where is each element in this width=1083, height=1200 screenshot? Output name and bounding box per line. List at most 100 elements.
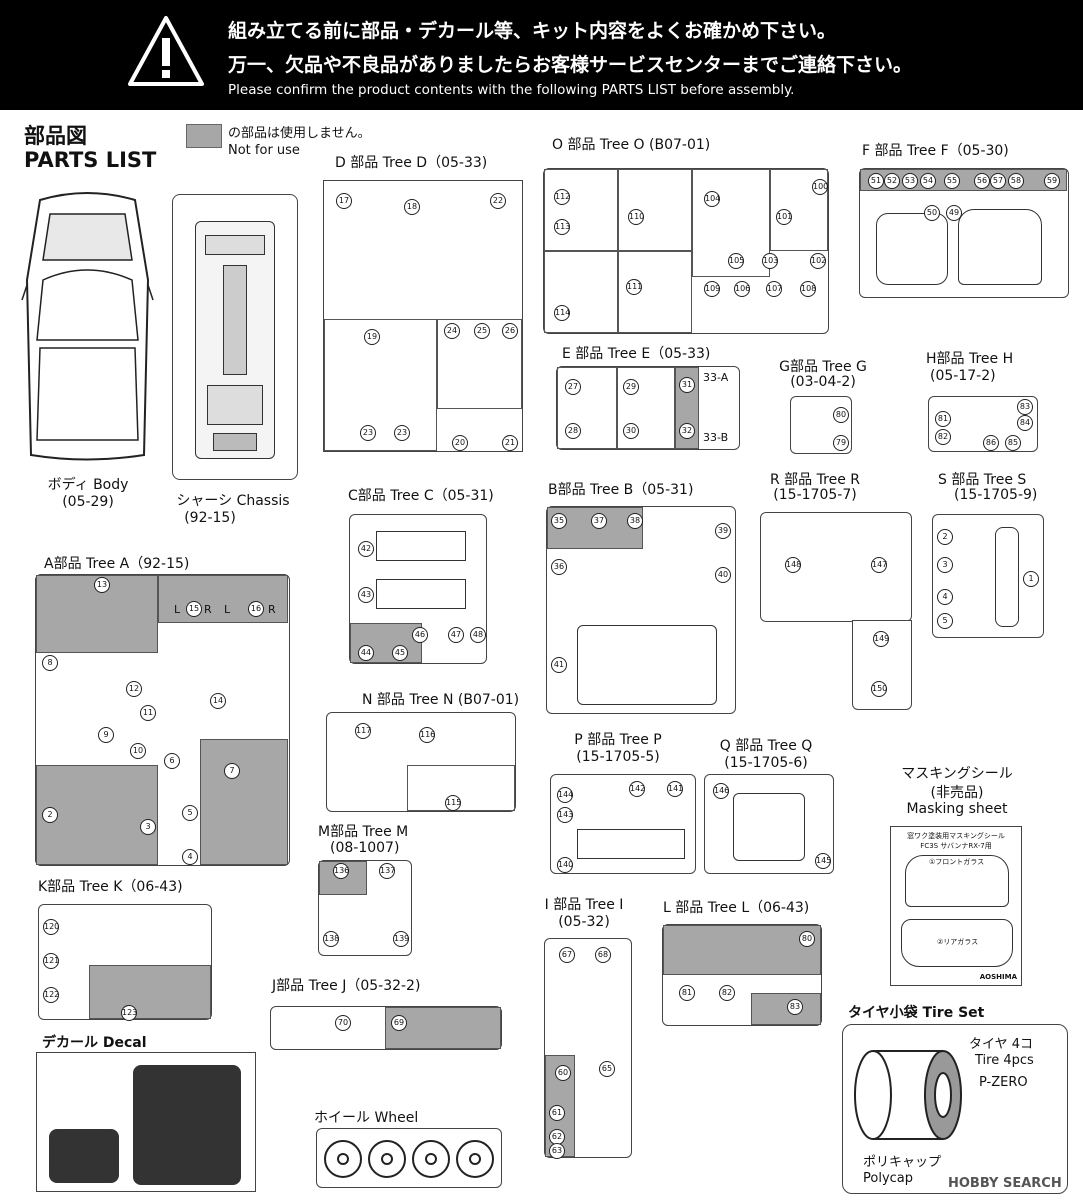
tree-c-part-shape <box>376 579 466 609</box>
tree-r-runner-bottom: 149 150 <box>852 620 912 710</box>
tree-g-title: G部品 Tree G <box>779 359 867 375</box>
part-number: 112 <box>554 189 570 205</box>
part-number: 23 <box>394 425 410 441</box>
part-number: 82 <box>935 429 951 445</box>
watermark: HOBBY SEARCH <box>948 1176 1062 1191</box>
tire-count-en: Tire 4pcs <box>975 1053 1034 1068</box>
tree-f-part-shape <box>958 209 1042 285</box>
part-number: 69 <box>391 1015 407 1031</box>
chassis-runner <box>172 194 298 480</box>
tree-h-title: H部品 Tree H <box>926 351 1014 367</box>
tree-a-unused-cell <box>158 575 288 623</box>
part-number: 2 <box>42 807 58 823</box>
tree-p-code: (15-1705-5) <box>576 749 660 765</box>
part-number: 9 <box>98 727 114 743</box>
part-number: 110 <box>628 209 644 225</box>
tree-p-runner: 144 143 142 141 140 <box>550 774 696 874</box>
part-number: 136 <box>333 863 349 879</box>
tire-set-box: タイヤ 4コ Tire 4pcs P-ZERO ポリキャップ Polycap <box>842 1024 1068 1194</box>
tire-brand: P-ZERO <box>979 1075 1028 1090</box>
tree-r-title: R 部品 Tree R <box>770 472 860 488</box>
tree-o-runner: 112 113 110 104 100 101 105 103 102 111 … <box>543 168 829 334</box>
tire-icon <box>854 1050 962 1140</box>
part-number: 27 <box>565 379 581 395</box>
part-label: L <box>224 603 231 616</box>
body-label: ボディ Body <box>47 477 129 493</box>
legend-en: Not for use <box>228 143 300 158</box>
brand-logo: AOSHIMA <box>979 973 1017 981</box>
part-number: 67 <box>559 947 575 963</box>
part-number: 81 <box>679 985 695 1001</box>
part-number: 60 <box>555 1065 571 1081</box>
masking-sheet-title: 窓ワク塗装用マスキングシール <box>907 832 1005 840</box>
part-number: 46 <box>412 627 428 643</box>
tree-l-runner: 80 81 82 83 <box>662 924 822 1026</box>
part-number: 51 <box>868 173 884 189</box>
part-number: 52 <box>884 173 900 189</box>
part-number: 48 <box>470 627 486 643</box>
tree-q-part-shape <box>733 793 805 861</box>
part-number: 43 <box>358 587 374 603</box>
warning-banner: 組み立てる前に部品・デカール等、キット内容をよくお確かめ下さい。 万一、欠品や不… <box>0 0 1083 110</box>
banner-line-jp-2: 万一、欠品や不良品がありましたらお客様サービスセンターまでご連絡下さい。 <box>228 54 913 76</box>
part-number: 7 <box>224 763 240 779</box>
tree-p-title: P 部品 Tree P <box>574 732 662 748</box>
decal-graphic <box>49 1129 119 1183</box>
tree-o-cell <box>618 251 692 333</box>
tree-o-cell <box>770 169 828 251</box>
part-number: 47 <box>448 627 464 643</box>
polycap-jp: ポリキャップ <box>863 1155 942 1170</box>
part-number: 143 <box>557 807 573 823</box>
part-number: 45 <box>392 645 408 661</box>
tree-a-unused-cell <box>200 739 288 865</box>
part-number: 39 <box>715 523 731 539</box>
part-number: 44 <box>358 645 374 661</box>
part-number: 106 <box>734 281 750 297</box>
chassis-label: シャーシ Chassis <box>176 493 290 509</box>
part-number: 102 <box>810 253 826 269</box>
part-number: 23 <box>360 425 376 441</box>
part-number: 13 <box>94 577 110 593</box>
part-number: 41 <box>551 657 567 673</box>
part-number: 5 <box>182 805 198 821</box>
part-number: 137 <box>379 863 395 879</box>
masking-sheet: 窓ワク塗装用マスキングシール FC3S サバンナRX-7用 ①フロントガラス ②… <box>890 826 1022 986</box>
part-number: 147 <box>871 557 887 573</box>
tree-s-title: S 部品 Tree S <box>938 472 1027 488</box>
part-number: 70 <box>335 1015 351 1031</box>
tree-q-code: (15-1705-6) <box>724 755 808 771</box>
part-number: 58 <box>1008 173 1024 189</box>
part-number: 85 <box>1005 435 1021 451</box>
tree-d-runner: 17 18 22 19 24 25 26 23 23 20 21 <box>323 180 523 452</box>
wheel-runner <box>316 1128 502 1188</box>
part-number: 63 <box>549 1143 565 1159</box>
tire-set-title: タイヤ小袋 Tire Set <box>848 1005 985 1021</box>
parts-list-title-jp: 部品図 <box>24 124 87 148</box>
part-number: 55 <box>944 173 960 189</box>
part-number: 19 <box>364 329 380 345</box>
part-number: 28 <box>565 423 581 439</box>
tree-s-part-shape <box>995 527 1019 627</box>
tree-h-code: (05-17-2) <box>930 368 996 384</box>
part-number: 68 <box>595 947 611 963</box>
tree-e-cell <box>557 367 617 449</box>
tree-d-title: D 部品 Tree D（05-33) <box>335 155 488 171</box>
rear-glass-mask <box>901 919 1013 967</box>
part-number: 30 <box>623 423 639 439</box>
part-number: 24 <box>444 323 460 339</box>
part-number: 109 <box>704 281 720 297</box>
chassis-code: (92-15) <box>184 510 236 526</box>
part-number: 144 <box>557 787 573 803</box>
part-label: L <box>174 603 181 616</box>
part-number: 122 <box>43 987 59 1003</box>
tree-l-title: L 部品 Tree L（06-43) <box>663 900 810 916</box>
tree-e-title: E 部品 Tree E（05-33) <box>562 346 711 362</box>
tree-m-runner: 136 137 138 139 <box>318 860 412 956</box>
tree-l-unused-cell <box>751 993 821 1025</box>
part-number: 107 <box>766 281 782 297</box>
part-number: 37 <box>591 513 607 529</box>
part-number: 12 <box>126 681 142 697</box>
tree-c-part-shape <box>376 531 466 561</box>
tree-n-title: N 部品 Tree N (B07-01) <box>362 692 520 708</box>
rear-glass-label: ②リアガラス <box>937 938 979 946</box>
